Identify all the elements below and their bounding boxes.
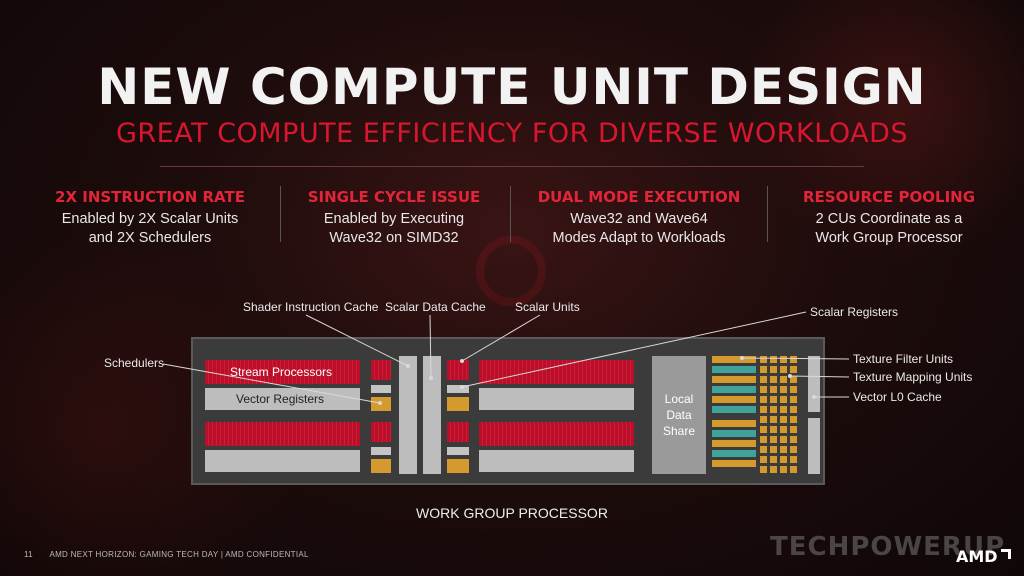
scalar-unit-block <box>447 360 469 380</box>
footer-text: AMD NEXT HORIZON: GAMING TECH DAY | AMD … <box>49 550 309 559</box>
label-scalar-data-cache: Scalar Data Cache <box>385 300 486 314</box>
feature-line: and 2X Schedulers <box>88 230 212 246</box>
feature-instruction-rate: 2X INSTRUCTION RATE Enabled by 2X Scalar… <box>30 188 270 248</box>
scheduler-block <box>447 397 469 411</box>
feature-heading: 2X INSTRUCTION RATE <box>55 188 245 206</box>
lds-label: Local <box>664 392 694 406</box>
label-vector-registers: Vector Registers <box>236 392 325 406</box>
label-vector-l0-cache: Vector L0 Cache <box>853 390 942 404</box>
slide-subtitle: GREAT COMPUTE EFFICIENCY FOR DIVERSE WOR… <box>116 118 908 149</box>
feature-line: Enabled by 2X Scalar Units <box>61 211 239 227</box>
feature-dual-mode: DUAL MODE EXECUTION Wave32 and Wave64 Mo… <box>519 188 759 248</box>
feature-line: 2 CUs Coordinate as a <box>815 211 963 227</box>
texture-filter-units <box>712 356 756 474</box>
background-power-icon <box>476 236 546 306</box>
label-texture-mapping-units: Texture Mapping Units <box>853 370 973 384</box>
label-schedulers: Schedulers <box>104 356 165 370</box>
scalar-register-block <box>371 385 391 393</box>
shader-instruction-cache-block <box>399 356 417 474</box>
page-number: 11 <box>24 550 33 559</box>
scalar-register-block <box>447 385 469 393</box>
scalar-register-block <box>371 447 391 455</box>
scheduler-block <box>371 459 391 473</box>
feature-line: Wave32 on SIMD32 <box>329 230 459 246</box>
vector-l0-cache-block <box>808 356 820 412</box>
label-stream-processors: Stream Processors <box>230 365 333 379</box>
lds-label: Share <box>662 424 696 438</box>
slide-title: NEW COMPUTE UNIT DESIGN <box>97 58 927 116</box>
vector-registers-block <box>205 450 360 472</box>
scalar-data-cache-block <box>423 356 441 474</box>
scalar-unit-block <box>371 422 391 442</box>
vector-registers-block <box>479 388 634 410</box>
stream-processors-block <box>205 360 360 384</box>
scalar-unit-block <box>447 422 469 442</box>
feature-line: Modes Adapt to Workloads <box>552 230 726 246</box>
feature-line: Enabled by Executing <box>323 211 465 227</box>
amd-logo: AMD <box>956 547 1011 566</box>
techpowerup-watermark: TECHPOWERUP <box>770 532 1006 562</box>
vector-registers-block <box>205 388 360 410</box>
scalar-unit-block <box>371 360 391 380</box>
scheduler-block <box>447 459 469 473</box>
feature-resource-pooling: RESOURCE POOLING 2 CUs Coordinate as a W… <box>769 188 1009 248</box>
footer: 11 AMD NEXT HORIZON: GAMING TECH DAY | A… <box>24 550 309 559</box>
diagram-caption: WORK GROUP PROCESSOR <box>416 505 608 521</box>
vector-l0-cache-block <box>808 418 820 474</box>
stream-processors-block <box>479 422 634 446</box>
stream-processors-block <box>205 422 360 446</box>
feature-heading: DUAL MODE EXECUTION <box>537 188 741 206</box>
feature-separator <box>280 186 281 242</box>
lds-label: Data <box>666 408 692 422</box>
label-shader-instruction-cache: Shader Instruction Cache <box>243 300 379 314</box>
amd-arrow-icon <box>1000 549 1011 559</box>
label-scalar-units: Scalar Units <box>515 300 580 314</box>
stream-processors-block <box>479 360 634 384</box>
feature-heading: SINGLE CYCLE ISSUE <box>307 188 481 206</box>
feature-line: Wave32 and Wave64 <box>570 211 708 227</box>
work-group-processor-diagram: Local Data Share <box>191 337 825 485</box>
feature-single-cycle: SINGLE CYCLE ISSUE Enabled by Executing … <box>274 188 514 248</box>
local-data-share-block: Local Data Share <box>652 356 706 474</box>
feature-separator <box>767 186 768 242</box>
amd-logo-text: AMD <box>956 547 998 566</box>
feature-separator <box>510 186 511 242</box>
label-scalar-registers: Scalar Registers <box>810 305 899 319</box>
scalar-register-block <box>447 447 469 455</box>
feature-line: Work Group Processor <box>815 230 963 246</box>
vector-registers-block <box>479 450 634 472</box>
divider <box>160 166 864 167</box>
feature-heading: RESOURCE POOLING <box>802 188 976 206</box>
label-texture-filter-units: Texture Filter Units <box>853 352 954 366</box>
